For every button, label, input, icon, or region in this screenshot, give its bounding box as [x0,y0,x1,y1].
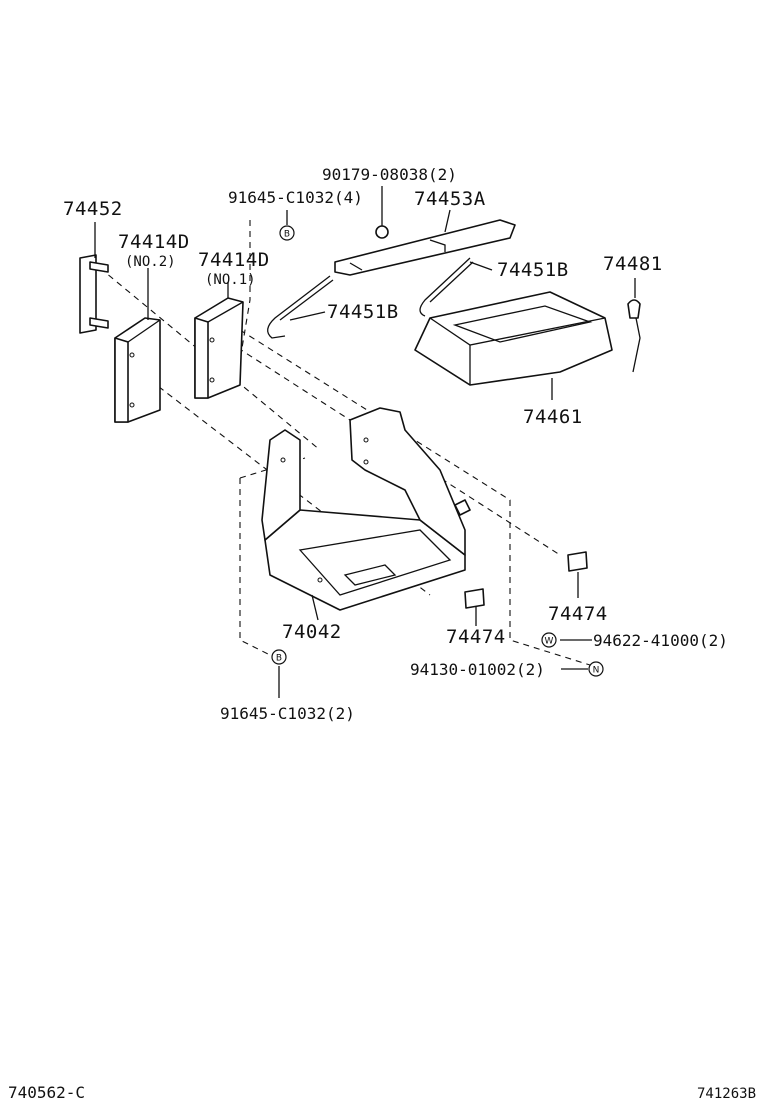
svg-text:N: N [593,666,600,676]
label-74453A: 74453A [414,188,486,210]
label-91645-c1032-top: 91645-C1032(4) [228,188,363,207]
svg-text:B: B [276,654,282,664]
part-74042-carrier [261,407,471,611]
footer-reference-code: 741263B [697,1086,756,1102]
label-94622-41000: 94622-41000(2) [593,631,728,650]
label-74451B-right: 74451B [497,259,569,281]
part-74461-tray [414,291,613,386]
label-no1: (NO.1) [205,272,256,288]
label-90179-08038: 90179-08038(2) [322,165,457,184]
symbol-b-top: B [279,225,295,241]
footer-illustration-code: 740562-C [8,1083,85,1102]
label-74414D-no2: 74414D [118,231,190,253]
part-74451B-bolt-left [267,275,334,339]
part-74452-plate [79,254,109,334]
label-74481: 74481 [603,253,663,275]
part-74481-clip [627,299,641,373]
label-74451B-left: 74451B [327,301,399,323]
label-91645-c1032-bottom: 91645-C1032(2) [220,704,355,723]
part-74414D-no2-bracket [114,317,161,423]
callout-leaders [94,186,636,698]
label-74461: 74461 [523,406,583,428]
symbol-w: W [541,632,557,648]
label-94130-01002: 94130-01002(2) [410,660,545,679]
label-no2: (NO.2) [125,254,176,270]
symbol-b-bottom: B [271,649,287,665]
label-74042: 74042 [282,621,342,643]
symbol-n: N [588,661,604,677]
part-74414D-no1-bracket [194,297,244,399]
label-74414D-no1: 74414D [198,249,270,271]
label-74474-right: 74474 [548,603,608,625]
svg-text:W: W [545,637,554,647]
part-74453A-clamp [334,219,516,276]
part-74451B-bolt-right [419,257,474,317]
label-74474-left: 74474 [446,626,506,648]
label-74452: 74452 [63,198,123,220]
part-74474-pad-left [464,588,485,609]
svg-text:B: B [284,230,290,240]
part-74474-pad-right [567,551,588,572]
